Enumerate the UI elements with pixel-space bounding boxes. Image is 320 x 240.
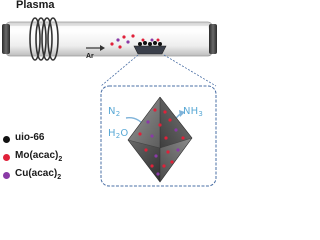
molecule-nh3: NH3: [183, 106, 204, 118]
legend-item-uio66: uio-66: [2, 133, 82, 151]
sample-boat-icon: [133, 38, 167, 55]
molecule-n2: N2: [108, 106, 121, 118]
gas-flow-arrow-icon: [86, 45, 105, 51]
legend-label: uio-66: [15, 132, 45, 143]
uio66-marker-icon: [3, 136, 10, 143]
gas-label: Ar: [86, 53, 94, 60]
zoom-connector: [100, 54, 217, 87]
legend-label: Mo(acac)2: [15, 150, 63, 164]
quartz-tube-icon: [2, 21, 217, 57]
induction-coil-icon: [29, 17, 59, 61]
molecule-h2o: H2O: [108, 128, 129, 140]
octahedron-crystal-icon: [127, 96, 193, 183]
legend-item-mo-acac: Mo(acac)2: [2, 151, 82, 169]
mo-marker-icon: [3, 154, 10, 161]
plasma-synthesis-diagram: Plasma Ar uio-66 Mo(acac)2 Cu(acac)2 N2 …: [2, 0, 217, 187]
legend: uio-66 Mo(acac)2 Cu(acac)2: [2, 133, 82, 187]
crystal-nanoparticles: [138, 108, 185, 176]
gas-outlet-arrowhead-icon: [179, 110, 185, 117]
legend-label: Cu(acac)2: [15, 168, 62, 182]
diagram-canvas: [2, 17, 217, 187]
legend-item-cu-acac: Cu(acac)2: [2, 169, 82, 187]
cu-marker-icon: [3, 172, 10, 179]
precursor-particles: [110, 34, 135, 49]
tube-label: Plasma: [16, 0, 55, 11]
